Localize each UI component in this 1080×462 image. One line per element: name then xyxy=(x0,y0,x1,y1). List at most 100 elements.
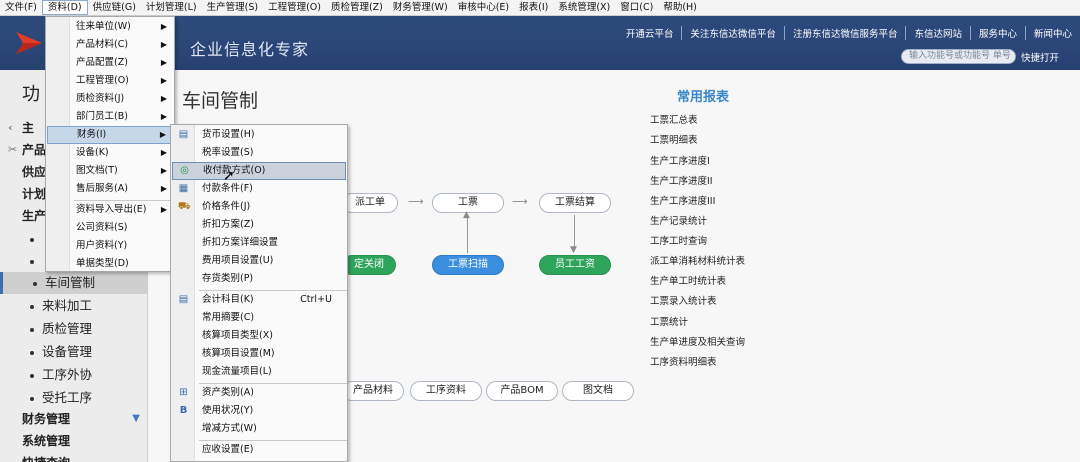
menu-gutter xyxy=(46,17,70,271)
menu-reports[interactable]: 报表(I) xyxy=(519,2,549,13)
flow-process-data[interactable]: 工序资料 xyxy=(410,381,482,401)
menu-item-common-summary[interactable]: 常用摘要(C) xyxy=(202,312,255,323)
nav-section-finance[interactable]: 财务管理▼ xyxy=(0,408,148,430)
flow-product-material[interactable]: 产品材料 xyxy=(342,381,404,401)
menu-quality[interactable]: 质检管理(Z) xyxy=(330,2,383,13)
menu-system[interactable]: 系统管理(X) xyxy=(558,2,611,13)
menu-finance[interactable]: 财务管理(W) xyxy=(392,2,448,13)
link-follow-wechat[interactable]: 关注东信达微信平台 xyxy=(681,26,784,40)
flow-document[interactable]: 图文档 xyxy=(562,381,634,401)
menu-item-tax-rate[interactable]: 税率设置(S) xyxy=(202,147,254,158)
menu-item-discount-plan[interactable]: 折扣方案(Z) xyxy=(202,219,254,230)
report-link[interactable]: 生产单进度及相关查询 xyxy=(650,337,746,348)
report-link[interactable]: 生产工序进度III xyxy=(650,196,716,207)
nav-sub-hidden-2[interactable] xyxy=(0,250,148,272)
nav-section-supply[interactable]: 供应 xyxy=(22,165,47,179)
menu-item-receivable-setting[interactable]: 应收设置(E) xyxy=(202,444,254,455)
menu-window[interactable]: 窗口(C) xyxy=(620,2,654,13)
menu-item-dept-staff[interactable]: 部门员工(B)▶ xyxy=(47,108,173,126)
menu-item-accounts[interactable]: ▤会计科目(K)Ctrl+U xyxy=(172,291,346,309)
menu-production[interactable]: 生产管理(S) xyxy=(206,2,259,13)
submenu-arrow-icon: ▶ xyxy=(160,205,167,214)
nav-item-outsourcing[interactable]: 工序外协 xyxy=(0,364,148,386)
menu-planning[interactable]: 计划管理(L) xyxy=(145,2,197,13)
submenu-arrow-icon: ▶ xyxy=(160,166,167,175)
report-link[interactable]: 工票明细表 xyxy=(650,135,698,146)
nav-section-production[interactable]: 生产 xyxy=(22,209,47,223)
nav-item-entrusted-process[interactable]: 受托工序 xyxy=(0,387,148,409)
link-cloud-platform[interactable]: 开通云平台 xyxy=(625,29,674,40)
menu-item-change-method[interactable]: 增减方式(W) xyxy=(202,423,257,434)
report-link[interactable]: 派工单消耗材料统计表 xyxy=(650,256,746,267)
menu-item-product-material[interactable]: 产品材料(C)▶ xyxy=(47,36,173,54)
report-link[interactable]: 生产记录统计 xyxy=(650,216,708,227)
quick-open-button[interactable]: 快捷打开 xyxy=(1021,53,1060,64)
menu-item-quality-data[interactable]: 质检资料(J)▶ xyxy=(47,90,173,108)
nav-item-workshop-control[interactable]: 车间管制 xyxy=(0,272,148,294)
flow-ticket-scan[interactable]: 工票扫描 xyxy=(432,255,504,275)
report-link[interactable]: 工序工时查询 xyxy=(650,236,708,247)
menu-data[interactable]: 资料(D) xyxy=(41,0,88,15)
report-link[interactable]: 工票统计 xyxy=(650,317,689,328)
flow-fixed-close[interactable]: 定关闭 xyxy=(342,255,396,275)
menu-item-payment-terms[interactable]: ▦付款条件(F) xyxy=(178,183,253,194)
menu-supply-chain[interactable]: 供应链(G) xyxy=(92,2,136,13)
menu-item-accounting-type[interactable]: 核算项目类型(X) xyxy=(202,330,273,341)
link-news-center[interactable]: 新闻中心 xyxy=(1024,26,1080,40)
menu-item-equipment[interactable]: 设备(K)▶ xyxy=(47,144,173,162)
menu-item-accounting-setting[interactable]: 核算项目设置(M) xyxy=(202,348,275,359)
quick-open-input[interactable]: 输入功能号或功能号 单号 xyxy=(901,49,1016,64)
menu-item-contacts[interactable]: 往来单位(W)▶ xyxy=(47,18,173,36)
menu-item-user-data[interactable]: 用户资料(Y) xyxy=(76,240,128,251)
menu-engineering[interactable]: 工程管理(O) xyxy=(268,2,321,13)
submenu-arrow-icon: ▶ xyxy=(160,58,167,67)
nav-section-quick-query[interactable]: 快捷查询 xyxy=(0,452,148,462)
nav-section-plan[interactable]: 计划 xyxy=(22,187,47,201)
menu-item-price-terms[interactable]: ⛟价格条件(J) xyxy=(178,201,251,212)
menu-item-finance[interactable]: 财务(I)▶ xyxy=(47,126,173,144)
flow-ticket-settlement[interactable]: 工票结算 xyxy=(539,193,611,213)
menu-item-discount-detail[interactable]: 折扣方案详细设置 xyxy=(202,237,279,248)
menu-file[interactable]: 文件(F) xyxy=(5,2,37,13)
flow-product-bom[interactable]: 产品BOM xyxy=(486,381,558,401)
report-link[interactable]: 生产单工时统计表 xyxy=(650,276,727,287)
nav-item-equipment-management[interactable]: 设备管理 xyxy=(0,341,148,363)
report-link[interactable]: 生产工序进度II xyxy=(650,176,713,187)
menu-item-expense-items[interactable]: 费用项目设置(U) xyxy=(202,255,274,266)
nav-section-product[interactable]: ✂产品 xyxy=(0,139,148,161)
menu-item-product-config[interactable]: 产品配置(Z)▶ xyxy=(47,54,173,72)
bullet-icon xyxy=(30,237,34,242)
menu-audit[interactable]: 审核中心(E) xyxy=(457,2,510,13)
menu-item-engineering[interactable]: 工程管理(O)▶ xyxy=(47,72,173,90)
menu-separator xyxy=(199,383,347,384)
menu-item-after-sales[interactable]: 售后服务(A)▶ xyxy=(47,180,173,198)
menu-item-cashflow[interactable]: 现金流量项目(L) xyxy=(202,366,272,377)
flow-dispatch-order[interactable]: 派工单 xyxy=(342,193,398,213)
bold-b-icon: B xyxy=(179,405,188,416)
flow-work-ticket[interactable]: 工票 xyxy=(432,193,504,213)
menu-item-currency[interactable]: ▤货币设置(H) xyxy=(178,129,255,140)
menu-item-payment-method[interactable]: ◎收付款方式(O) xyxy=(172,162,346,180)
menu-item-import-export[interactable]: 资料导入导出(E)▶ xyxy=(47,201,173,219)
nav-item-material-processing[interactable]: 来料加工 xyxy=(0,295,148,317)
nav-section-main[interactable]: ‹主 xyxy=(0,117,148,139)
menu-help[interactable]: 帮助(H) xyxy=(663,2,697,13)
link-website[interactable]: 东信达网站 xyxy=(905,26,970,40)
report-link[interactable]: 工序资料明细表 xyxy=(650,357,717,368)
report-link[interactable]: 工票汇总表 xyxy=(650,115,698,126)
menu-item-company-data[interactable]: 公司资料(S) xyxy=(76,222,128,233)
menu-item-doc-types[interactable]: 单据类型(D) xyxy=(76,258,129,269)
nav-section-system[interactable]: 系统管理 xyxy=(22,434,71,448)
report-link[interactable]: 生产工序进度I xyxy=(650,156,710,167)
menu-item-inventory-category[interactable]: 存货类别(P) xyxy=(202,273,254,284)
menu-separator xyxy=(74,200,172,201)
link-register-wechat[interactable]: 注册东信达微信服务平台 xyxy=(783,26,906,40)
link-service-center[interactable]: 服务中心 xyxy=(969,26,1025,40)
menu-item-asset-category[interactable]: ⊞资产类别(A) xyxy=(179,387,254,398)
menu-item-documents[interactable]: 图文档(T)▶ xyxy=(47,162,173,180)
report-link[interactable]: 工票录入统计表 xyxy=(650,296,717,307)
nav-item-quality-management[interactable]: 质检管理 xyxy=(0,318,148,340)
nav-sub-hidden-1[interactable] xyxy=(0,228,148,250)
flow-employee-wage[interactable]: 员工工资 xyxy=(539,255,611,275)
